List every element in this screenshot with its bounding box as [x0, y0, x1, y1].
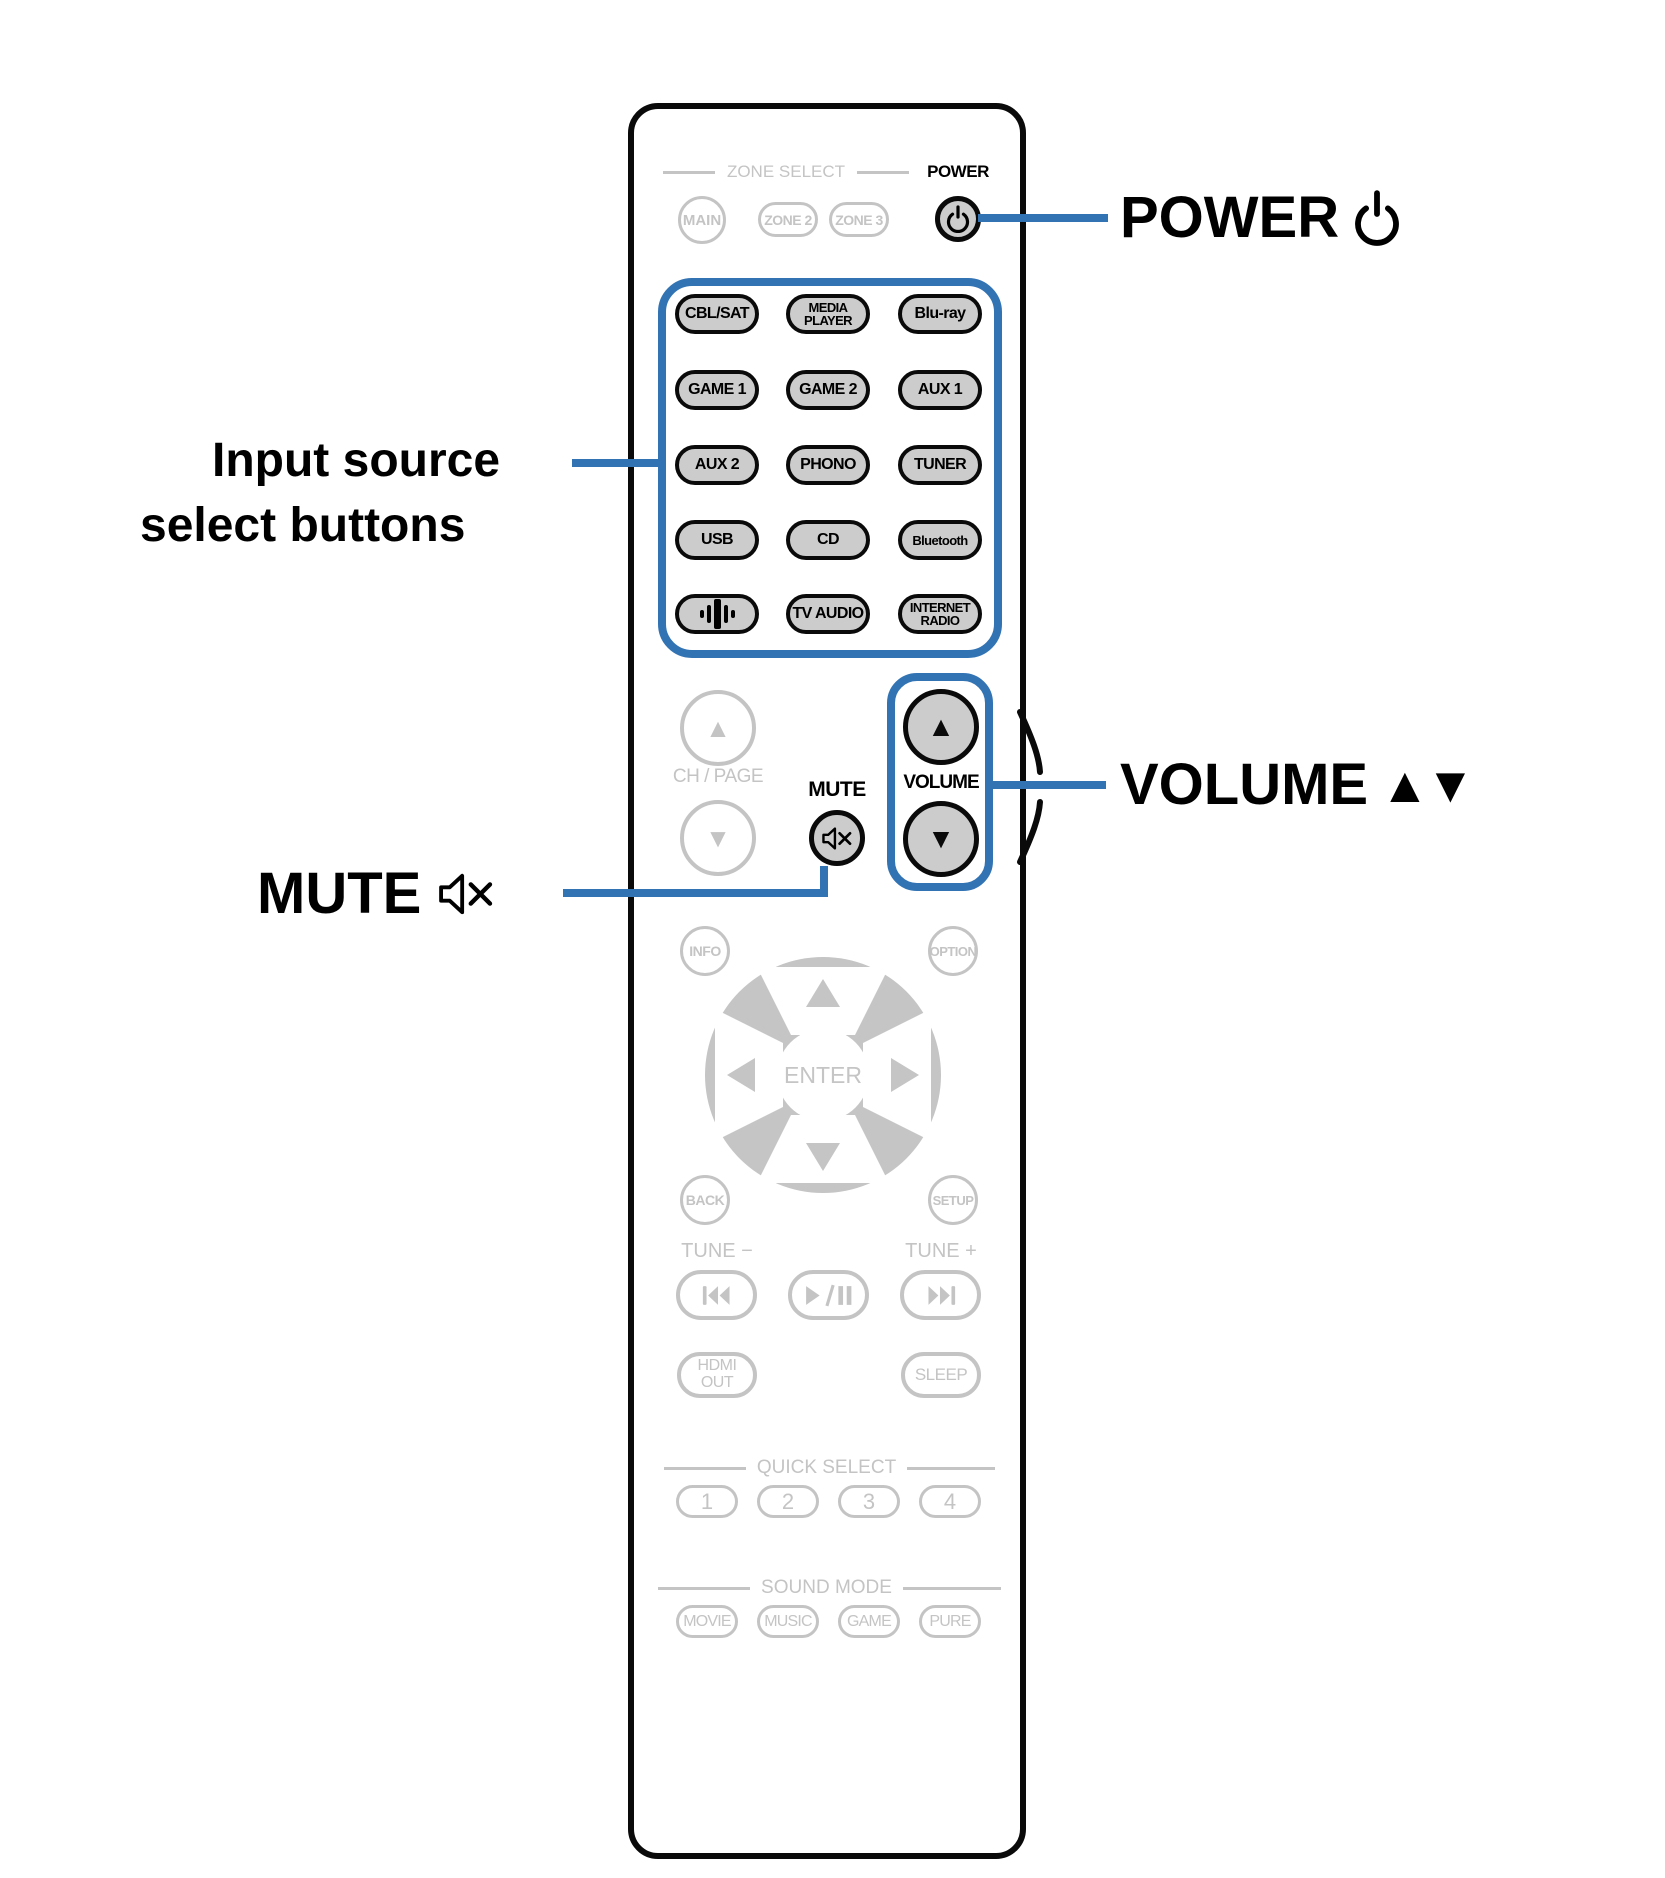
input-internet-radio[interactable]: INTERNET RADIO	[898, 594, 982, 634]
channel-page-up-button[interactable]: ▲	[680, 690, 756, 766]
sound-mode-row: MOVIE MUSIC GAME PURE	[676, 1605, 981, 1638]
zone2-button[interactable]: ZONE 2	[758, 202, 818, 237]
volume-up-button[interactable]: ▲	[903, 689, 979, 765]
tune-minus-label: TUNE −	[681, 1240, 753, 1262]
tune-plus-label: TUNE +	[905, 1240, 977, 1262]
header-dash	[907, 1466, 996, 1470]
down-triangle-icon: ▼	[705, 822, 731, 853]
input-tuner[interactable]: TUNER	[898, 445, 982, 485]
input-game1[interactable]: GAME 1	[675, 370, 759, 410]
input-aux2[interactable]: AUX 2	[675, 445, 759, 485]
power-icon	[946, 205, 970, 233]
mute-callout-line-vertical	[820, 866, 828, 897]
play-pause-button[interactable]	[788, 1270, 869, 1320]
zone3-button[interactable]: ZONE 3	[829, 202, 889, 237]
input-cd[interactable]: CD	[786, 520, 870, 560]
mute-callout: MUTE	[257, 862, 495, 926]
quick-select-4-button[interactable]: 4	[919, 1485, 981, 1518]
skip-back-button[interactable]	[676, 1270, 757, 1320]
power-key-label: POWER	[927, 162, 989, 181]
volume-callout: VOLUME ▲▼	[1120, 752, 1475, 817]
setup-button[interactable]: SETUP	[928, 1175, 978, 1225]
input-usb[interactable]: USB	[675, 520, 759, 560]
volume-callout-line	[991, 781, 1106, 789]
input-bluetooth[interactable]: Bluetooth	[898, 520, 982, 560]
up-triangle-icon: ▲	[705, 712, 731, 743]
cursor-up-icon[interactable]	[806, 979, 840, 1007]
option-button[interactable]: OPTION	[928, 926, 978, 976]
input-phono[interactable]: PHONO	[786, 445, 870, 485]
mute-callout-line	[563, 889, 828, 897]
cursor-right-icon[interactable]	[891, 1058, 919, 1092]
power-button[interactable]	[935, 196, 981, 242]
zone-select-title: ZONE SELECT	[726, 162, 846, 181]
input-tv-audio[interactable]: TV AUDIO	[786, 594, 870, 634]
volume-up-down-icon: ▲▼	[1380, 757, 1475, 813]
input-game2[interactable]: GAME 2	[786, 370, 870, 410]
volume-key-label: VOLUME	[903, 772, 979, 793]
mute-callout-icon	[439, 873, 493, 915]
input-source-frame	[658, 278, 1002, 658]
enter-label: ENTER	[784, 1062, 862, 1088]
quick-select-header: QUICK SELECT	[663, 1456, 996, 1480]
sound-mode-movie-button[interactable]: MOVIE	[676, 1605, 738, 1638]
power-callout-icon	[1355, 190, 1400, 246]
sound-mode-game-button[interactable]: GAME	[838, 1605, 900, 1638]
input-heos[interactable]	[675, 594, 759, 634]
cursor-down-icon[interactable]	[806, 1143, 840, 1171]
skip-forward-icon	[927, 1285, 955, 1305]
input-blu-ray[interactable]: Blu-ray	[898, 294, 982, 334]
sound-mode-header: SOUND MODE	[658, 1576, 1001, 1600]
power-callout: POWER	[1120, 186, 1401, 250]
volume-down-button[interactable]: ▼	[903, 801, 979, 877]
quick-select-1-button[interactable]: 1	[676, 1485, 738, 1518]
cursor-pad[interactable]: ENTER	[703, 955, 943, 1195]
input-callout-line	[572, 459, 662, 467]
input-callout-line1: Input source	[212, 434, 501, 487]
skip-forward-button[interactable]	[900, 1270, 981, 1320]
mute-button[interactable]	[809, 810, 865, 866]
hdmi-out-button[interactable]: HDMI OUT	[677, 1352, 757, 1398]
enter-button[interactable]	[777, 1029, 869, 1121]
heos-icon	[699, 599, 735, 629]
header-dash	[662, 170, 715, 174]
mute-key-label: MUTE	[808, 778, 866, 801]
power-callout-line	[978, 214, 1108, 222]
up-triangle-icon: ▲	[927, 711, 955, 742]
play-pause-icon	[805, 1284, 851, 1306]
input-aux1[interactable]: AUX 1	[898, 370, 982, 410]
mute-icon	[822, 826, 852, 850]
header-dash	[663, 1466, 746, 1470]
cursor-left-icon[interactable]	[727, 1058, 755, 1092]
input-callout-line2: select buttons	[140, 499, 466, 552]
side-profile-arc	[1017, 709, 1043, 865]
info-button[interactable]: INFO	[680, 926, 730, 976]
zone-select-header: ZONE SELECT	[656, 160, 916, 184]
header-dash	[658, 1586, 751, 1590]
sound-mode-pure-button[interactable]: PURE	[919, 1605, 981, 1638]
input-media-player[interactable]: MEDIA PLAYER	[786, 294, 870, 334]
quick-select-2-button[interactable]: 2	[757, 1485, 819, 1518]
volume-frame	[887, 673, 993, 891]
skip-back-icon	[702, 1285, 730, 1305]
header-dash	[857, 170, 910, 174]
sound-mode-music-button[interactable]: MUSIC	[757, 1605, 819, 1638]
down-triangle-icon: ▼	[927, 823, 955, 854]
channel-page-down-button[interactable]: ▼	[680, 800, 756, 876]
header-dash	[902, 1586, 1001, 1590]
quick-select-3-button[interactable]: 3	[838, 1485, 900, 1518]
sleep-button[interactable]: SLEEP	[901, 1352, 981, 1398]
ch-page-label: CH / PAGE	[672, 766, 764, 787]
main-zone-button[interactable]: MAIN	[678, 196, 726, 244]
input-cbl-sat[interactable]: CBL/SAT	[675, 294, 759, 334]
back-button[interactable]: BACK	[680, 1175, 730, 1225]
